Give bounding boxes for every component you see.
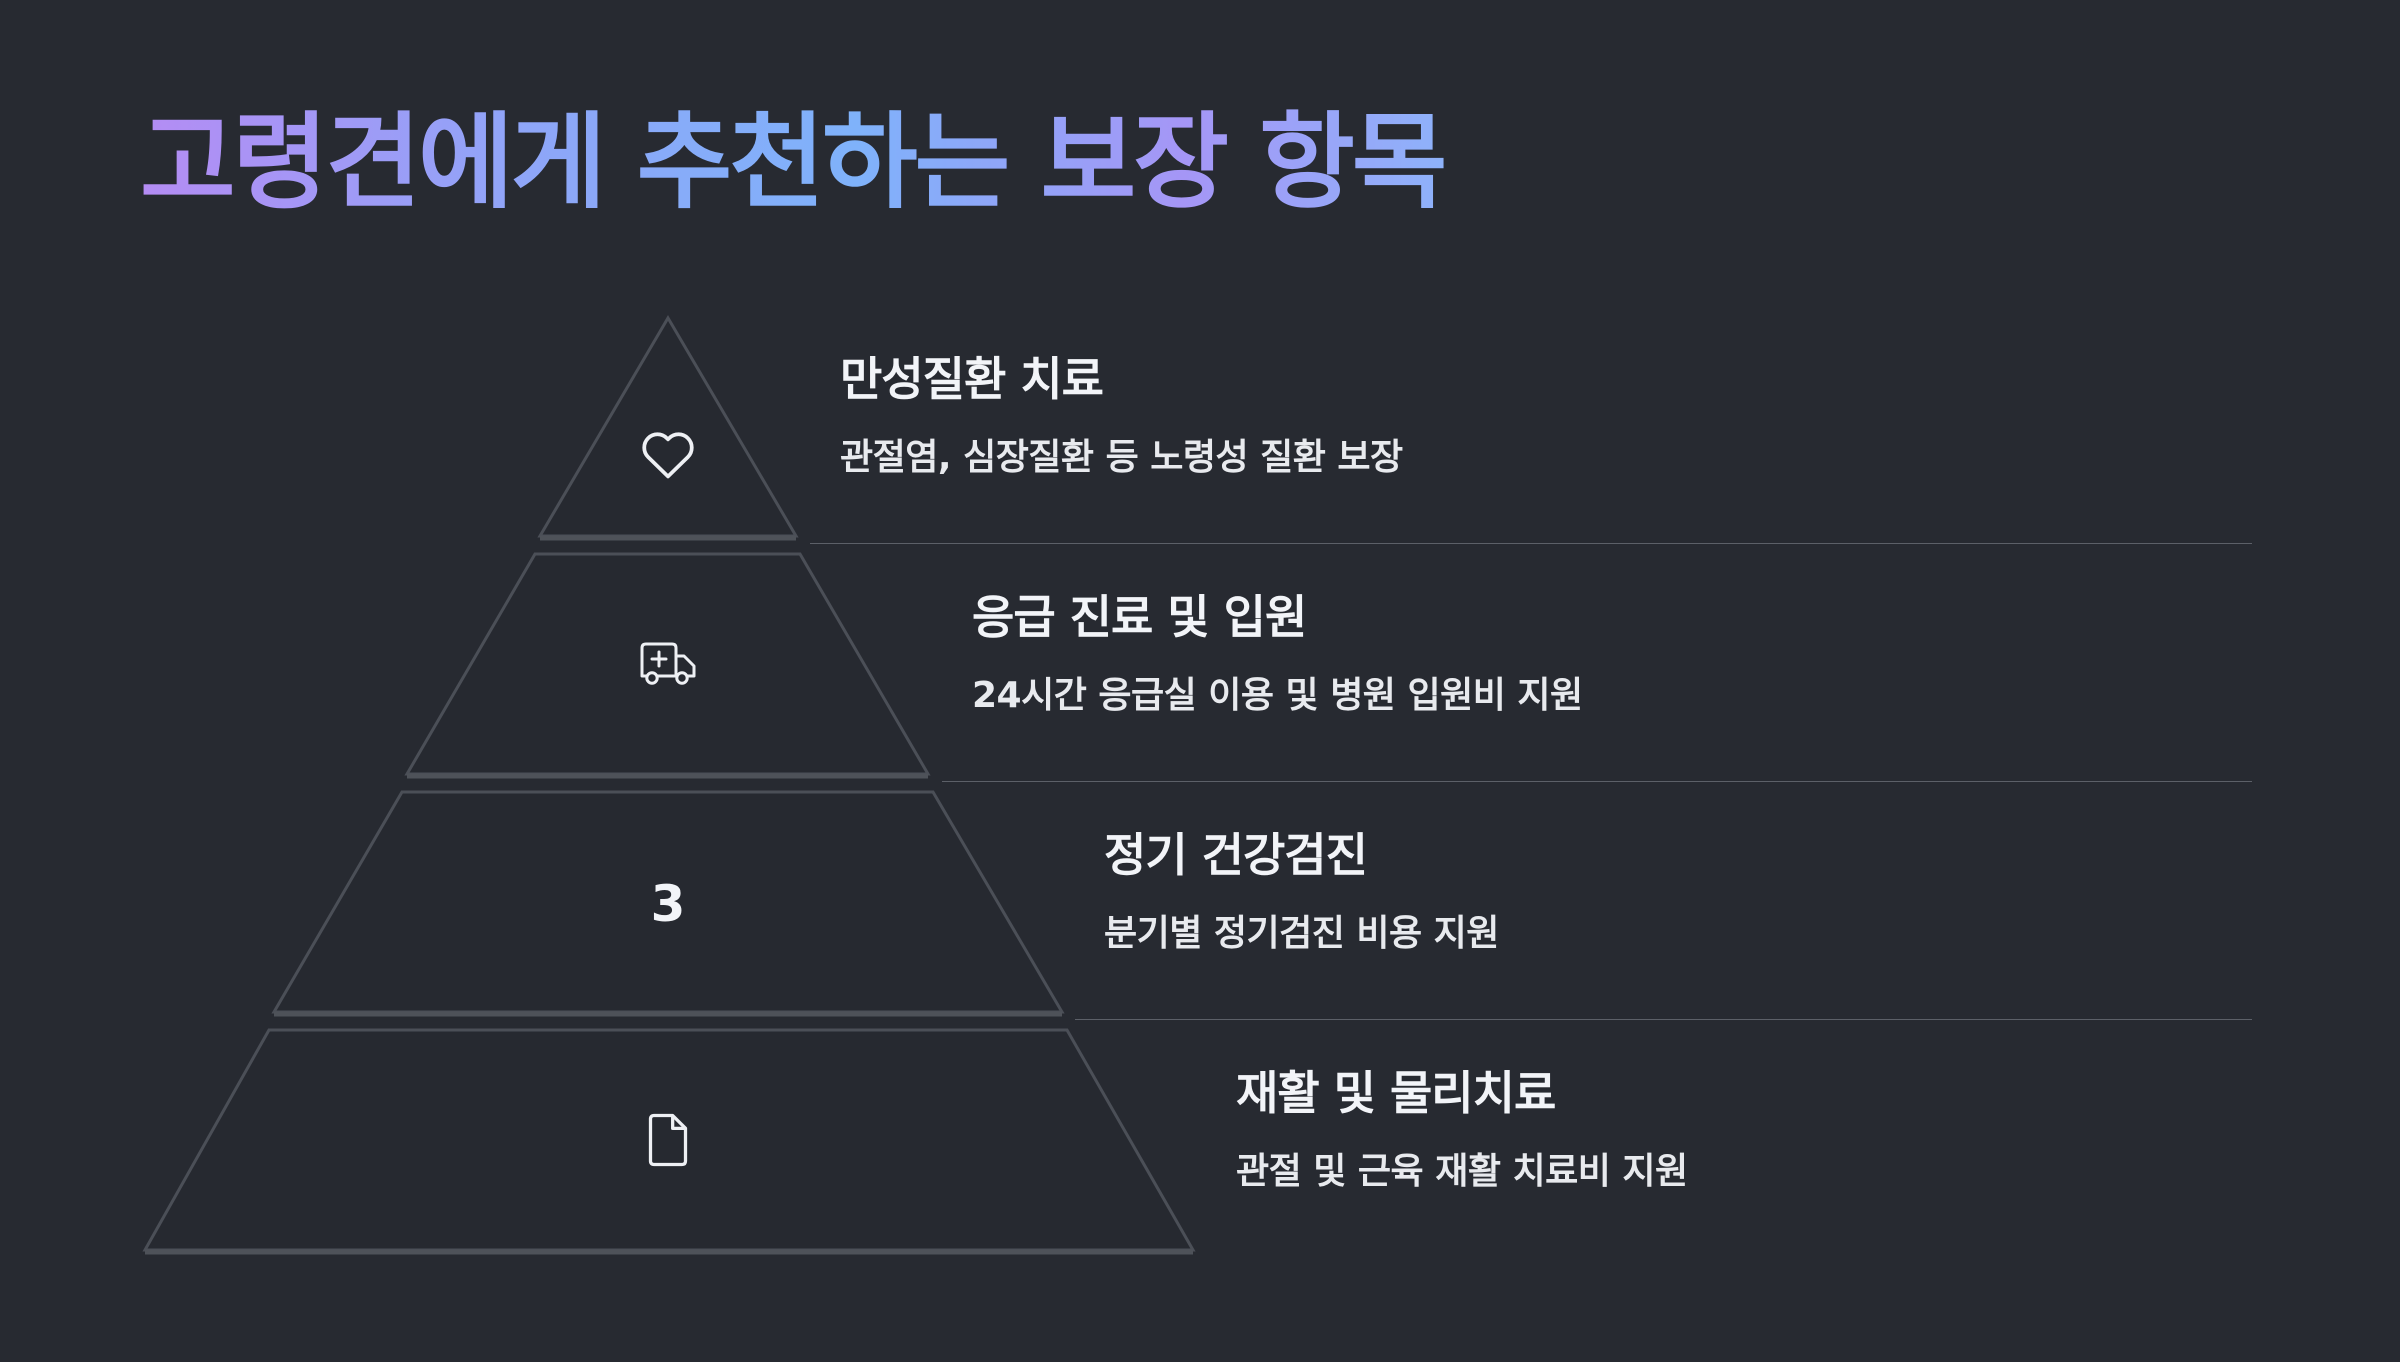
page-title: 고령견에게 추천하는 보장 항목 bbox=[140, 101, 1447, 223]
heart-icon bbox=[628, 414, 708, 494]
tier-description: 24시간 응급실 이용 및 병원 입원비 지원 bbox=[972, 675, 1583, 716]
tier-number-label: 3 bbox=[650, 875, 686, 933]
tier-heading: 정기 건강검진 bbox=[1104, 828, 1368, 882]
tier-1-text: 만성질환 치료 관절염, 심장질환 등 노령성 질환 보장 bbox=[840, 356, 1403, 476]
tier-4-text: 재활 및 물리치료 관절 및 근육 재활 치료비 지원 bbox=[1236, 1070, 1688, 1190]
tier-heading: 만성질환 치료 bbox=[840, 352, 1104, 406]
ambulance-icon bbox=[628, 624, 708, 704]
pyramid-tier-3 bbox=[271, 790, 1065, 1017]
tier-2-text: 응급 진료 및 입원 24시간 응급실 이용 및 병원 입원비 지원 bbox=[972, 594, 1583, 714]
tier-heading: 응급 진료 및 입원 bbox=[972, 590, 1307, 644]
tier-description: 관절 및 근육 재활 치료비 지원 bbox=[1236, 1151, 1688, 1192]
divider-2 bbox=[942, 781, 2252, 782]
tier-number-3: 3 bbox=[628, 864, 708, 944]
document-icon bbox=[628, 1100, 708, 1180]
divider-1 bbox=[810, 543, 2252, 544]
divider-3 bbox=[1075, 1019, 2252, 1020]
tier-description: 관절염, 심장질환 등 노령성 질환 보장 bbox=[840, 437, 1403, 478]
tier-3-text: 정기 건강검진 분기별 정기검진 비용 지원 bbox=[1104, 832, 1499, 952]
tier-description: 분기별 정기검진 비용 지원 bbox=[1104, 913, 1499, 954]
pyramid-tier-2 bbox=[404, 552, 931, 779]
pyramid-tier-1 bbox=[537, 315, 799, 541]
pyramid-tier-4 bbox=[142, 1028, 1196, 1255]
tier-heading: 재활 및 물리치료 bbox=[1236, 1066, 1556, 1120]
